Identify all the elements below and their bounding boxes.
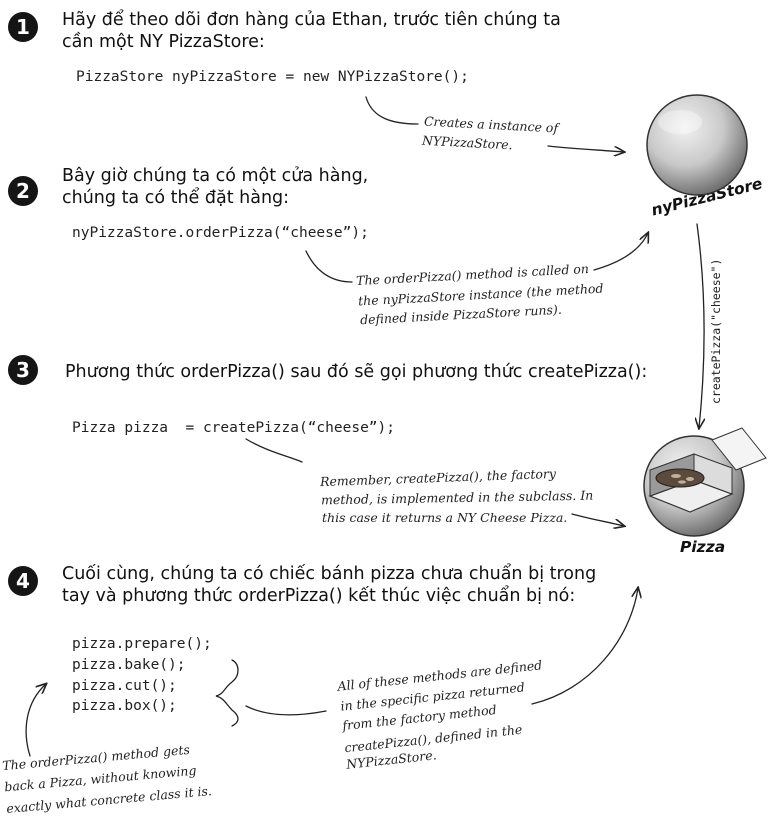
step-3-badge: 3 xyxy=(8,355,38,385)
step-4-code-line-2: pizza.bake(); xyxy=(72,657,186,673)
step-4-code-line-3: pizza.cut(); xyxy=(72,678,177,694)
step-2-heading-line-2: chúng ta có thể đặt hàng: xyxy=(62,188,290,208)
step-1-heading-line-2: cần một NY PizzaStore: xyxy=(62,32,265,52)
step-2-heading-line-1: Bây giờ chúng ta có một cửa hàng, xyxy=(62,166,369,186)
step-3-annotation-line-3: this case it returns a NY Cheese Pizza. xyxy=(322,510,568,525)
step-1-code: PizzaStore nyPizzaStore = new NYPizzaSto… xyxy=(76,69,469,85)
pizza-box-object-circle-icon xyxy=(643,427,767,537)
step-4-code-line-1: pizza.prepare(); xyxy=(72,636,212,652)
step-4-code-line-4: pizza.box(); xyxy=(72,698,177,714)
step-4-heading-line-2: tay và phương thức orderPizza() kết thúc… xyxy=(62,586,576,606)
step-3-code: Pizza pizza = createPizza(“cheese”); xyxy=(72,420,396,436)
store-object-circle-icon xyxy=(646,94,748,196)
step-2-code: nyPizzaStore.orderPizza(“cheese”); xyxy=(72,225,369,241)
step-4-heading-line-1: Cuối cùng, chúng ta có chiếc bánh pizza … xyxy=(62,564,597,584)
step-2-badge: 2 xyxy=(8,176,38,206)
pizza-object-label: Pizza xyxy=(680,538,726,556)
step-4-badge: 4 xyxy=(8,566,38,596)
step-1-badge: 1 xyxy=(8,12,38,42)
step-1-heading-line-1: Hãy để theo dõi đơn hàng của Ethan, trướ… xyxy=(62,10,561,30)
step-3-heading: Phương thức orderPizza() sau đó sẽ gọi p… xyxy=(65,362,648,382)
